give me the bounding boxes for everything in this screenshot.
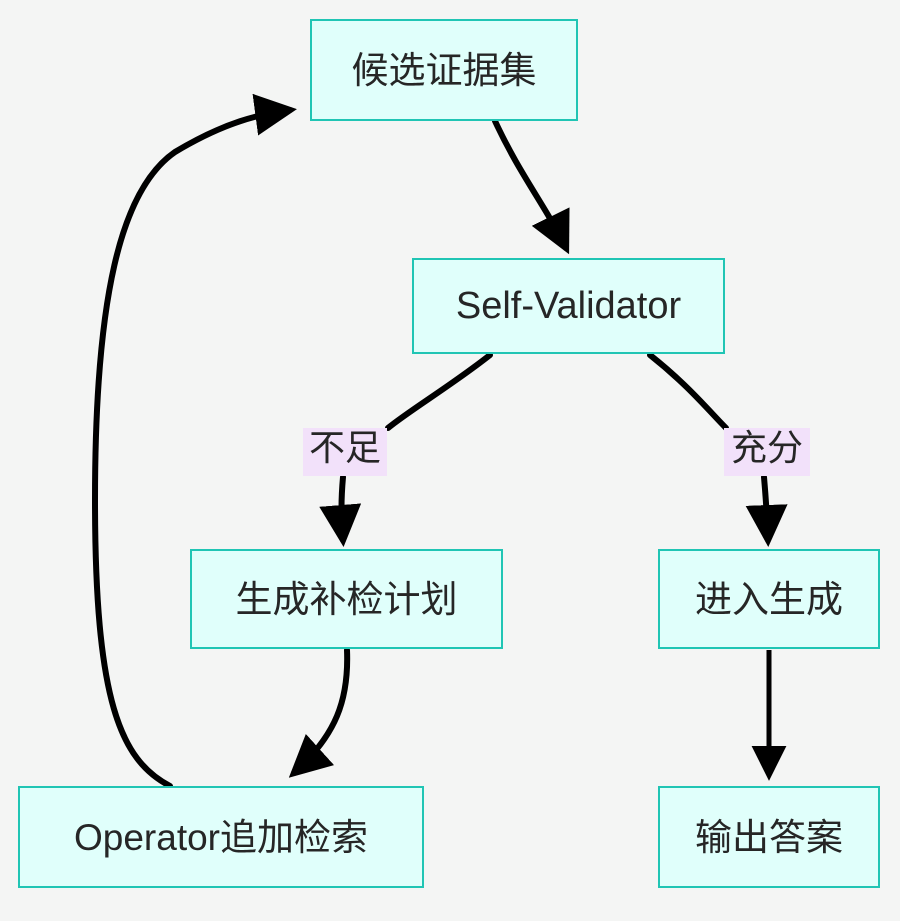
node-make-plan-label: 生成补检计划 — [235, 578, 458, 620]
edge-operator-retrieval-to-candidate-evidence — [91, 93, 297, 789]
node-output-answer-label: 输出答案 — [695, 816, 843, 858]
node-candidate-evidence[interactable]: 候选证据集 — [310, 19, 578, 121]
node-make-plan[interactable]: 生成补检计划 — [190, 549, 503, 649]
node-self-validator-label: Self-Validator — [455, 285, 682, 327]
node-output-answer[interactable]: 输出答案 — [658, 786, 880, 888]
edge-label-sufficient: 充分 — [724, 428, 810, 476]
node-operator-retrieval[interactable]: Operator追加检索 — [18, 786, 424, 888]
edge-self-validator-to-make-plan — [385, 352, 493, 431]
node-operator-retrieval-label: Operator追加检索 — [73, 816, 368, 858]
edge-self-validator-to-make-plan-arrow — [319, 474, 362, 547]
edge-self-validator-to-enter-generation — [647, 352, 729, 431]
node-candidate-evidence-label: 候选证据集 — [351, 49, 537, 91]
node-enter-generation[interactable]: 进入生成 — [658, 549, 880, 649]
edge-label-insufficient: 不足 — [303, 428, 387, 476]
edge-candidate-evidence-to-self-validator — [492, 118, 570, 255]
edge-self-validator-to-enter-generation-arrow — [745, 474, 788, 547]
node-self-validator[interactable]: Self-Validator — [412, 258, 725, 354]
node-enter-generation-label: 进入生成 — [695, 578, 843, 620]
edge-make-plan-to-operator-retrieval — [288, 647, 351, 778]
